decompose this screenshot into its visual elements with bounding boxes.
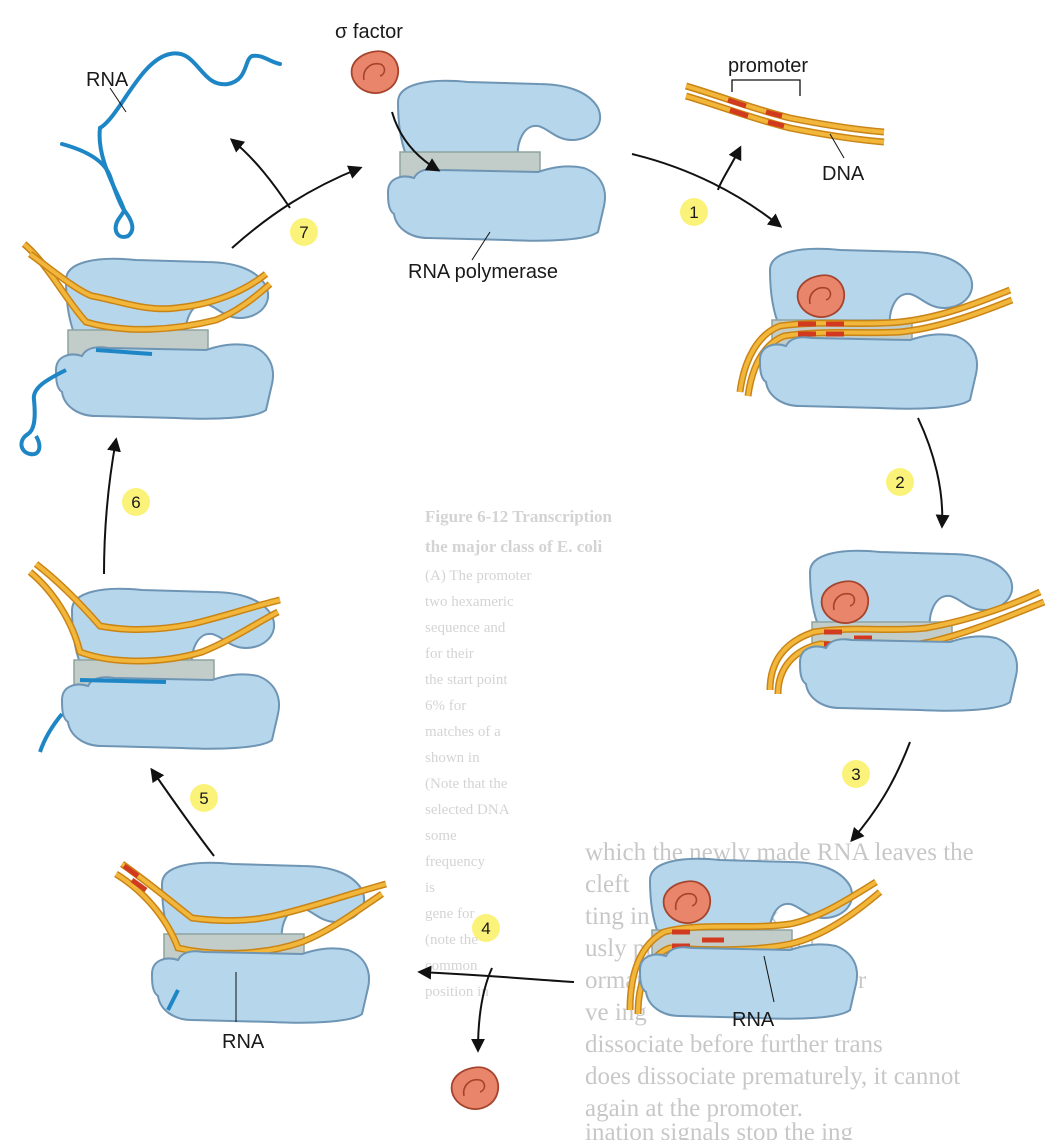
step-4-number: 4 <box>481 919 490 938</box>
step-4-badge: 4 <box>472 914 500 942</box>
step-3-number: 3 <box>851 765 860 784</box>
step-2-badge: 2 <box>886 468 914 496</box>
free-rna-polymerase <box>388 81 605 241</box>
body-line: ination signals stop the ing <box>585 1119 854 1140</box>
step-7-badge: 7 <box>290 218 318 246</box>
step-6-badge: 6 <box>122 488 150 516</box>
caption-line: frequency <box>425 854 485 870</box>
caption-line: shown in <box>425 750 480 766</box>
caption-line: the major class of E. coli <box>425 537 602 556</box>
caption-line: is <box>425 880 435 896</box>
initial-transcription-complex <box>630 859 880 1019</box>
sigma-factor-label: σ factor <box>335 21 403 43</box>
promoter-bracket <box>732 80 800 96</box>
promoter-label: promoter <box>728 55 808 77</box>
closed-promoter-complex <box>740 249 1012 409</box>
promoter-element <box>730 110 748 116</box>
step-1-number: 1 <box>689 203 698 222</box>
rna-label-bottom-left: RNA <box>222 1031 265 1053</box>
rna-polymerase-label: RNA polymerase <box>408 261 558 283</box>
caption-line: matches of a <box>425 724 501 740</box>
body-line: cleft <box>585 871 629 898</box>
caption-line: gene for <box>425 906 475 922</box>
caption-line: (Note that the <box>425 776 508 792</box>
sigma-release-arrow <box>478 968 492 1050</box>
caption-line: some <box>425 828 457 844</box>
rna-label-top: RNA <box>86 69 129 91</box>
body-line: does dissociate prematurely, it cannot <box>585 1063 960 1090</box>
step7-arrow-rna <box>232 140 290 208</box>
caption-line: (note the <box>425 932 478 948</box>
caption-line: (A) The promoter <box>425 568 531 584</box>
step5-arrow <box>152 770 214 856</box>
caption-line: position in <box>425 984 489 1000</box>
caption-line: sequence and <box>425 620 506 636</box>
elongation-complex-early <box>116 863 386 1023</box>
growing-rna <box>80 680 166 682</box>
step-1-badge: 1 <box>680 198 708 226</box>
elongation-complex <box>30 564 280 752</box>
step-7-number: 7 <box>299 223 308 242</box>
step4-arrow <box>420 972 574 982</box>
free-dna-with-promoter <box>686 86 884 142</box>
caption-line: Figure 6-12 Transcription <box>425 507 613 526</box>
step2-arrow <box>918 418 942 526</box>
step-2-number: 2 <box>895 473 904 492</box>
caption-line: selected DNA <box>425 802 510 818</box>
caption-line: two hexameric <box>425 594 514 610</box>
dna-binding-arrow <box>718 148 740 190</box>
termination-complex <box>21 244 273 454</box>
step6-arrow <box>104 440 116 574</box>
step-5-number: 5 <box>199 789 208 808</box>
dna-label: DNA <box>822 163 865 185</box>
step-6-number: 6 <box>131 493 140 512</box>
caption-line: for their <box>425 646 474 662</box>
rna-label-bottom-right: RNA <box>732 1009 775 1031</box>
caption-line: 6% for <box>425 698 466 714</box>
body-line: dissociate before further trans <box>585 1031 883 1058</box>
body-line: again at the promoter. <box>585 1095 803 1122</box>
caption-line: common <box>425 958 478 974</box>
step3-arrow <box>852 742 910 840</box>
sigma-factor-free <box>352 51 399 93</box>
sigma-factor-released <box>452 1067 499 1109</box>
open-promoter-complex <box>770 551 1044 711</box>
step-3-badge: 3 <box>842 760 870 788</box>
step-5-badge: 5 <box>190 784 218 812</box>
caption-line: the start point <box>425 672 508 688</box>
